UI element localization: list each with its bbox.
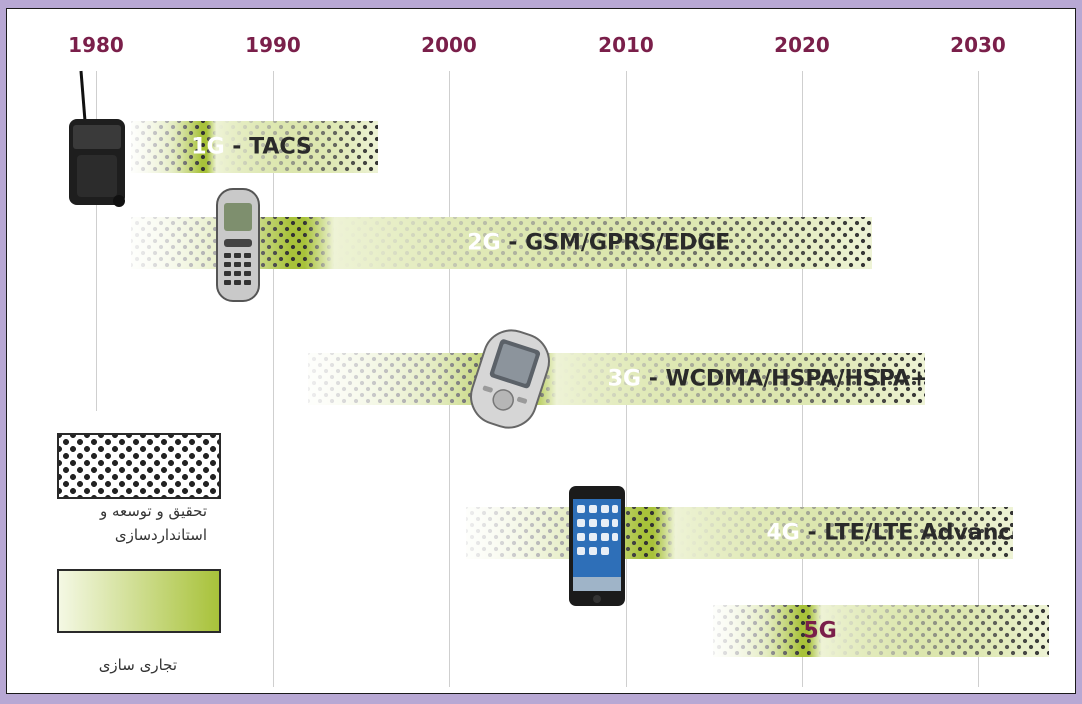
technology-name: - TACS — [224, 134, 312, 160]
band-label-2g: 2G - GSM/GPRS/EDGE — [467, 231, 730, 256]
technology-name: - GSM/GPRS/EDGE — [500, 230, 731, 256]
year-label: 2020 — [774, 33, 830, 57]
year-label: 2010 — [598, 33, 654, 57]
generation-name: 3G — [607, 366, 642, 392]
generation-name: 2G — [467, 230, 501, 256]
gridline — [273, 71, 274, 687]
legend-commercial-swatch — [57, 569, 221, 633]
band-4g: 4G - LTE/LTE Advanced — [466, 507, 1042, 559]
band-label-1g: 1G - TACS — [191, 135, 312, 160]
generation-name: 1G — [191, 134, 225, 160]
legend-commercial-label: تجاری سازی — [98, 656, 177, 674]
year-label: 2000 — [421, 33, 477, 57]
technology-timeline: 1980 1990 2000 2010 2020 2030 1G - TACS … — [6, 8, 1076, 694]
band-label-4g: 4G - LTE/LTE Advanced — [766, 521, 1042, 546]
band-label-5g: 5G — [803, 619, 836, 644]
generation-name: 5G — [803, 618, 837, 644]
gridline — [978, 71, 979, 687]
year-label: 2030 — [950, 33, 1006, 57]
legend-research-swatch — [57, 433, 221, 499]
generation-name: 4G — [766, 520, 800, 546]
band-label-3g: 3G - WCDMA/HSPA/HSPA+ — [608, 367, 929, 392]
band-3g: 3G - WCDMA/HSPA/HSPA+ — [307, 353, 928, 405]
year-label: 1980 — [68, 33, 124, 57]
candybar-phone-icon — [216, 188, 260, 302]
technology-name: - LTE/LTE Advanced — [799, 520, 1043, 546]
year-label: 1990 — [245, 33, 301, 57]
band-1g: 1G - TACS — [131, 121, 379, 173]
flip-smartphone-icon — [470, 329, 550, 429]
touchscreen-smartphone-icon — [569, 486, 625, 606]
brick-phone-icon — [69, 70, 125, 207]
legend-research-label: تحقیق و توسعه و استانداردسازی — [99, 502, 207, 544]
gridline — [96, 71, 97, 411]
band-5g: 5G — [713, 605, 1049, 657]
technology-name: - WCDMA/HSPA/HSPA+ — [641, 366, 929, 392]
